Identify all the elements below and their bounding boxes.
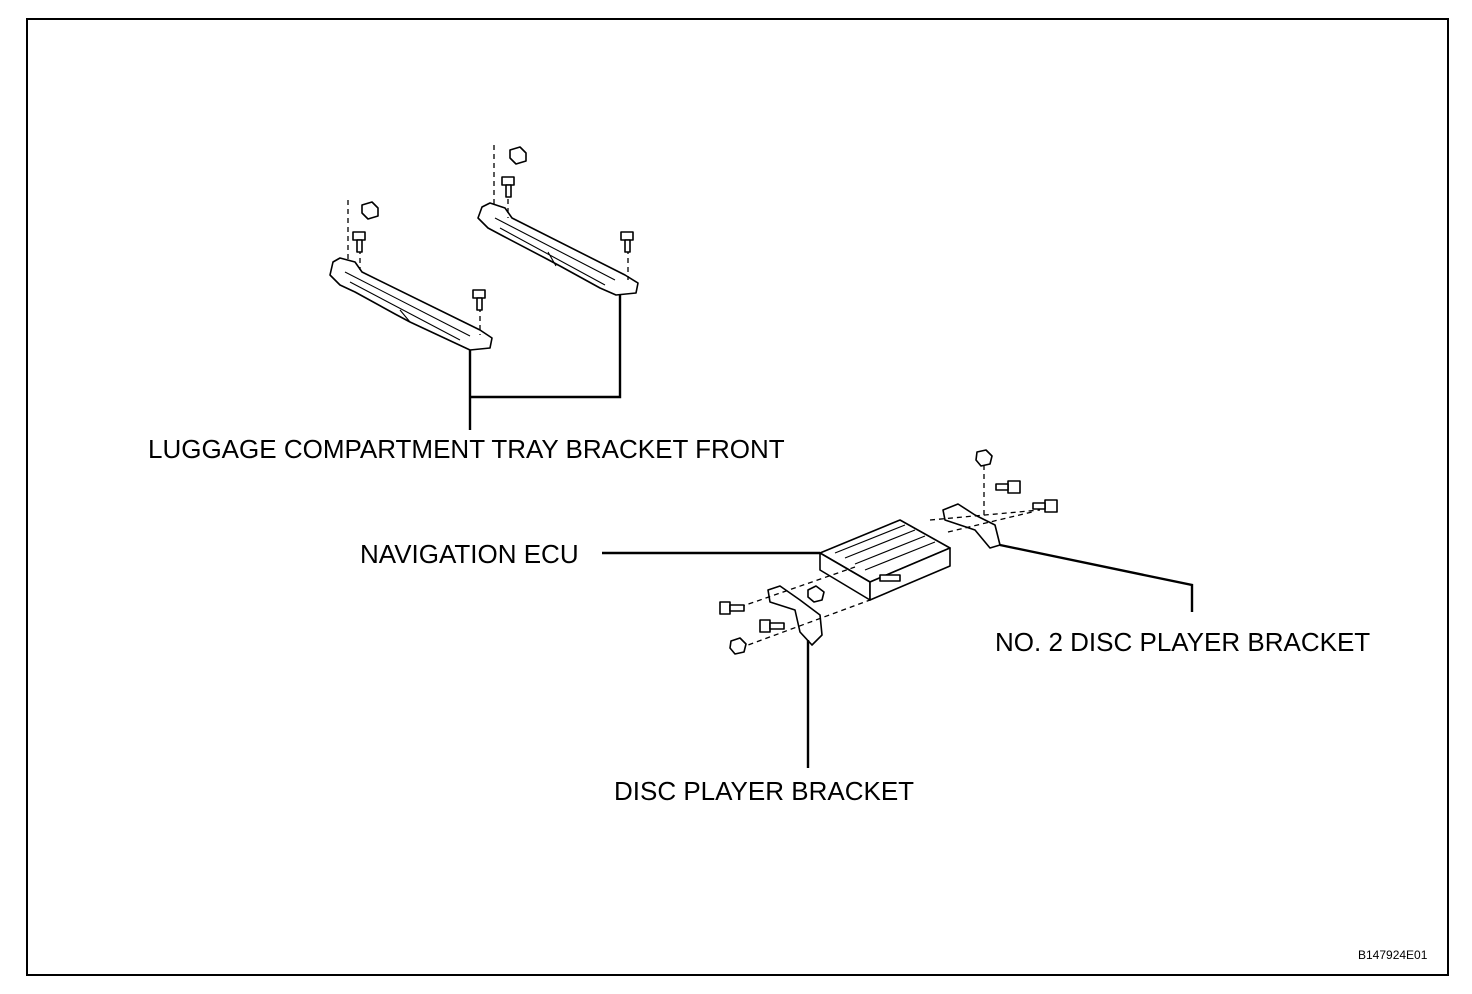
luggage-tray-bracket-left — [329, 257, 493, 351]
bolt-icon — [620, 231, 634, 253]
disc-player-bracket — [767, 585, 823, 646]
ecu-fasteners — [719, 449, 1058, 655]
label-navigation-ecu: NAVIGATION ECU — [360, 539, 579, 569]
bolt-icon — [472, 289, 486, 311]
figure-code: B147924E01 — [1358, 948, 1428, 962]
nut-icon — [729, 637, 747, 655]
bolt-icon — [719, 601, 745, 615]
bolt-icon — [759, 619, 785, 633]
bolt-icon — [501, 176, 515, 198]
nut-icon — [975, 449, 993, 467]
figure-frame — [26, 18, 1449, 976]
label-disc-player-bracket: DISC PLAYER BRACKET — [614, 776, 914, 806]
nut-icon — [361, 201, 379, 220]
bolt-icon — [352, 231, 366, 253]
nut-icon — [807, 585, 825, 603]
tray-bracket-leader — [468, 295, 622, 430]
no2-disc-player-bracket — [942, 503, 1001, 549]
bolt-icon — [1032, 499, 1058, 513]
navigation-ecu-unit — [819, 519, 951, 601]
nut-icon — [509, 146, 527, 165]
tray-bracket-fasteners — [347, 145, 634, 335]
label-luggage-tray-bracket: LUGGAGE COMPARTMENT TRAY BRACKET FRONT — [148, 434, 785, 464]
luggage-tray-bracket-right — [477, 202, 639, 296]
ecu-leaders — [602, 543, 1194, 768]
label-no2-disc-player-bracket: NO. 2 DISC PLAYER BRACKET — [995, 627, 1370, 657]
bolt-icon — [995, 480, 1021, 494]
